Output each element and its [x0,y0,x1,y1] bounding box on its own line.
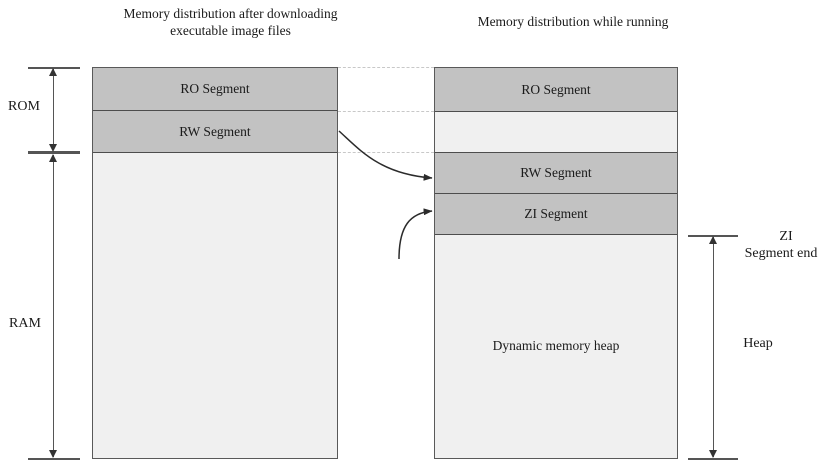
left-segment-rw: RW Segment [93,111,337,153]
right-diagram-title: Memory distribution while running [477,14,669,29]
left-memory-column: RO Segment RW Segment [92,67,338,459]
right-segment-rw-label: RW Segment [520,165,592,180]
right-segment-rw: RW Segment [435,153,677,194]
rom-label: ROM [8,99,40,114]
guide-line-top [338,67,434,68]
ram-label: RAM [9,316,41,331]
guide-line-bottom [338,152,434,153]
right-segment-ro-label: RO Segment [521,81,591,97]
rom-bracket-arrow-up [49,68,57,76]
ram-bracket-stem [53,155,55,457]
left-segment-ro-label: RO Segment [180,81,250,96]
right-segment-zi: ZI Segment [435,194,677,235]
zi-segment-end-annotation-line2: Segment end [744,246,818,261]
rom-bracket-arrow-down [49,144,57,152]
ram-bracket-arrow-up [49,154,57,162]
zi-segment-end-annotation-line1: ZI [779,229,793,244]
right-segment-gap [435,112,677,153]
left-diagram-title: Memory distribution after downloading ex… [123,6,338,38]
right-memory-column: RO Segment RW Segment ZI Segment Dynamic… [434,67,678,459]
ram-bracket-top-tick [28,152,80,155]
zi-segment-connector-arrow [398,208,433,260]
rw-segment-connector-arrow [338,130,433,181]
heap-label: Heap [743,336,773,351]
right-segment-heap: Dynamic memory heap [435,235,677,457]
right-segment-zi-label: ZI Segment [524,206,588,221]
rom-bracket-stem [53,69,55,150]
heap-bracket-arrow-up [709,236,717,244]
heap-bracket-stem [713,237,715,457]
ram-bracket-bottom-tick [28,458,80,460]
right-segment-heap-label: Dynamic memory heap [492,338,620,353]
heap-bracket-bottom-tick [688,458,738,460]
right-segment-ro: RO Segment [435,68,677,112]
left-segment-ro: RO Segment [93,68,337,111]
heap-bracket-arrow-down [709,450,717,458]
ram-bracket-arrow-down [49,450,57,458]
left-segment-rw-label: RW Segment [179,123,251,139]
heap-bracket-top-tick [688,235,738,237]
rom-bracket-top-tick [28,67,80,69]
guide-line-middle [338,111,434,112]
left-segment-free [93,153,337,457]
